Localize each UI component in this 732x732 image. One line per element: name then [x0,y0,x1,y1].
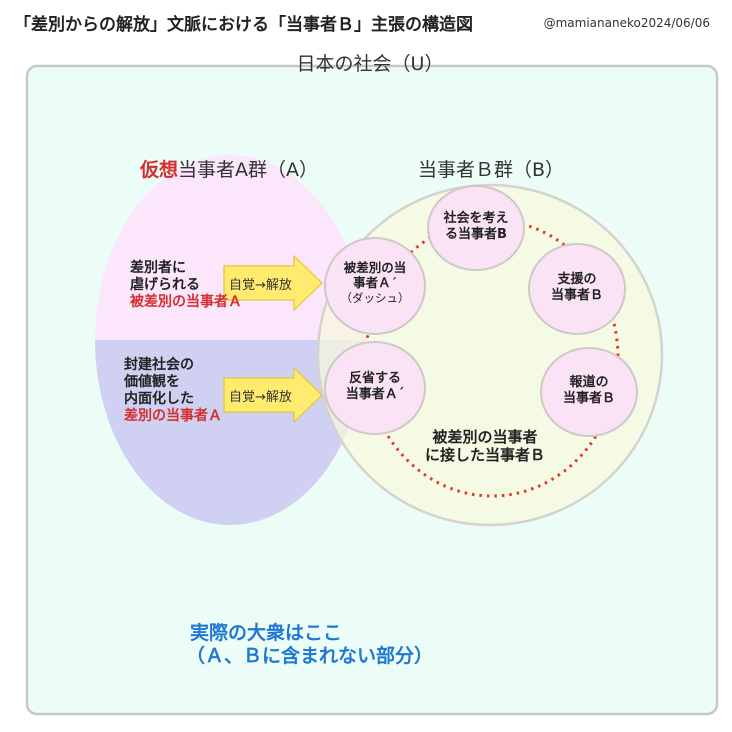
group-a-label-accent: 仮想 [140,159,179,181]
author-credit: @mamiananeko2024/06/06 [543,16,710,30]
bubble-reflect-text: 反省する 当事者Ａ´ [345,371,405,402]
bubble-dash-text: 被差別の当 事者Ａ´ （ダッシュ） [340,260,410,305]
diagram-title: 「差別からの解放」文脈における「当事者Ｂ」主張の構造図 [14,15,473,35]
arrow-lower-label: 自覚→解放 [229,390,292,405]
bubble-report-text: 報道の 当事者Ｂ [562,375,615,406]
arrow-upper-label: 自覚→解放 [229,278,292,293]
group-a-label-rest: 当事者A群（A） [178,159,319,181]
bubble-society [427,185,525,271]
bubble-reflect [324,341,426,435]
bubble-dash [324,237,426,335]
group-a-label: 仮想当事者A群（A） [140,159,318,182]
b-center-text: 被差別の当事者 に接した当事者Ｂ [424,428,545,465]
bubble-support-text: 支援の 当事者Ｂ [550,272,603,303]
arrow-upper [223,254,323,312]
bubble-report [540,347,638,437]
public-note: 実際の大衆はここ （Ａ、Ｂに含まれない部分） [186,622,434,668]
bubble-society-text: 社会を考え る当事者B [443,211,509,242]
universe-label: 日本の社会（U） [296,53,444,75]
group-b-label: 当事者Ｂ群（B） [418,159,565,181]
bubble-support [528,243,626,335]
a-lower-text: 封建社会の 価値観を 内面化した 差別の当事者Ａ [124,357,222,425]
a-upper-text: 差別者に 虐げられる 被差別の当事者Ａ [130,260,242,311]
arrow-lower [223,366,323,424]
